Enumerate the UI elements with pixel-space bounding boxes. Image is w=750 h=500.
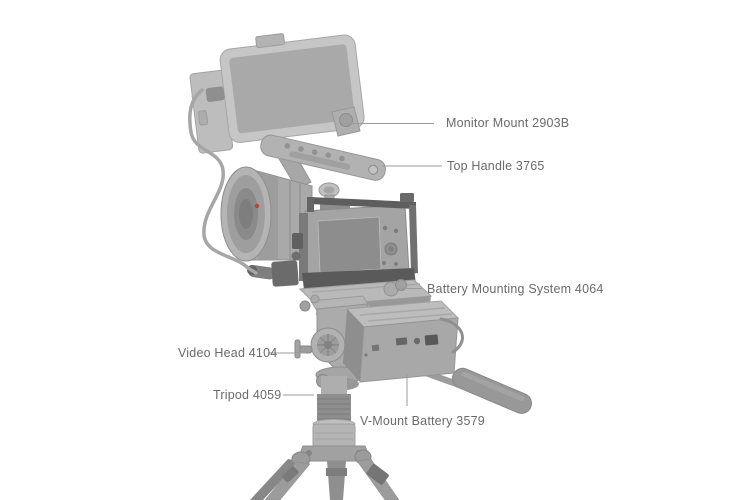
camera-lcd — [317, 216, 382, 274]
top-handle — [260, 134, 386, 206]
battery-front-face — [359, 317, 459, 383]
monitor-cable — [188, 88, 258, 275]
label-v-mount-battery: V-Mount Battery 3579 — [360, 414, 485, 428]
monitor-mount-bracket — [331, 106, 361, 137]
mount-hinge — [339, 113, 353, 127]
battery-port-usb — [395, 337, 408, 346]
label-top-handle: Top Handle 3765 — [447, 159, 545, 173]
label-battery-mounting: Battery Mounting System 4064 — [427, 282, 604, 296]
lens-glass — [239, 199, 253, 229]
label-video-head: Video Head 4104 — [178, 346, 278, 360]
rod-clamp — [271, 260, 299, 287]
leg-lock-right — [366, 463, 389, 485]
clamp-knob — [291, 251, 301, 261]
battery-port-dc — [413, 337, 421, 345]
cage-left-bar — [299, 213, 308, 281]
cage-top-shoe — [400, 193, 414, 202]
v-mount-battery — [343, 300, 464, 383]
monitor-screen — [229, 44, 355, 134]
tripod-collar — [312, 423, 356, 448]
tripod-column-top — [321, 376, 347, 396]
plate-slot — [197, 110, 209, 126]
battery-led — [364, 353, 368, 357]
nato-clamp — [292, 233, 303, 249]
leader-lines — [268, 123, 442, 406]
battery-cable — [439, 317, 464, 354]
leg-lock-left — [282, 466, 299, 483]
battery-left-face — [343, 309, 364, 382]
monitor-assembly — [189, 33, 365, 154]
label-tripod: Tripod 4059 — [213, 388, 282, 402]
tripod — [250, 376, 400, 500]
cable-plug — [205, 86, 225, 102]
handle-bar — [260, 134, 386, 181]
monitor-shoe — [255, 33, 285, 49]
handle-end-hole — [368, 164, 379, 175]
tripod-leg-center — [327, 461, 346, 500]
cage-top-rail — [309, 197, 416, 209]
label-monitor-mount: Monitor Mount 2903B — [446, 116, 570, 130]
lens-badge-red-dot — [254, 203, 260, 209]
tripod-leg-back-left — [250, 459, 299, 500]
battery-port-dtap — [424, 334, 439, 346]
cage-right-bar — [409, 205, 418, 274]
